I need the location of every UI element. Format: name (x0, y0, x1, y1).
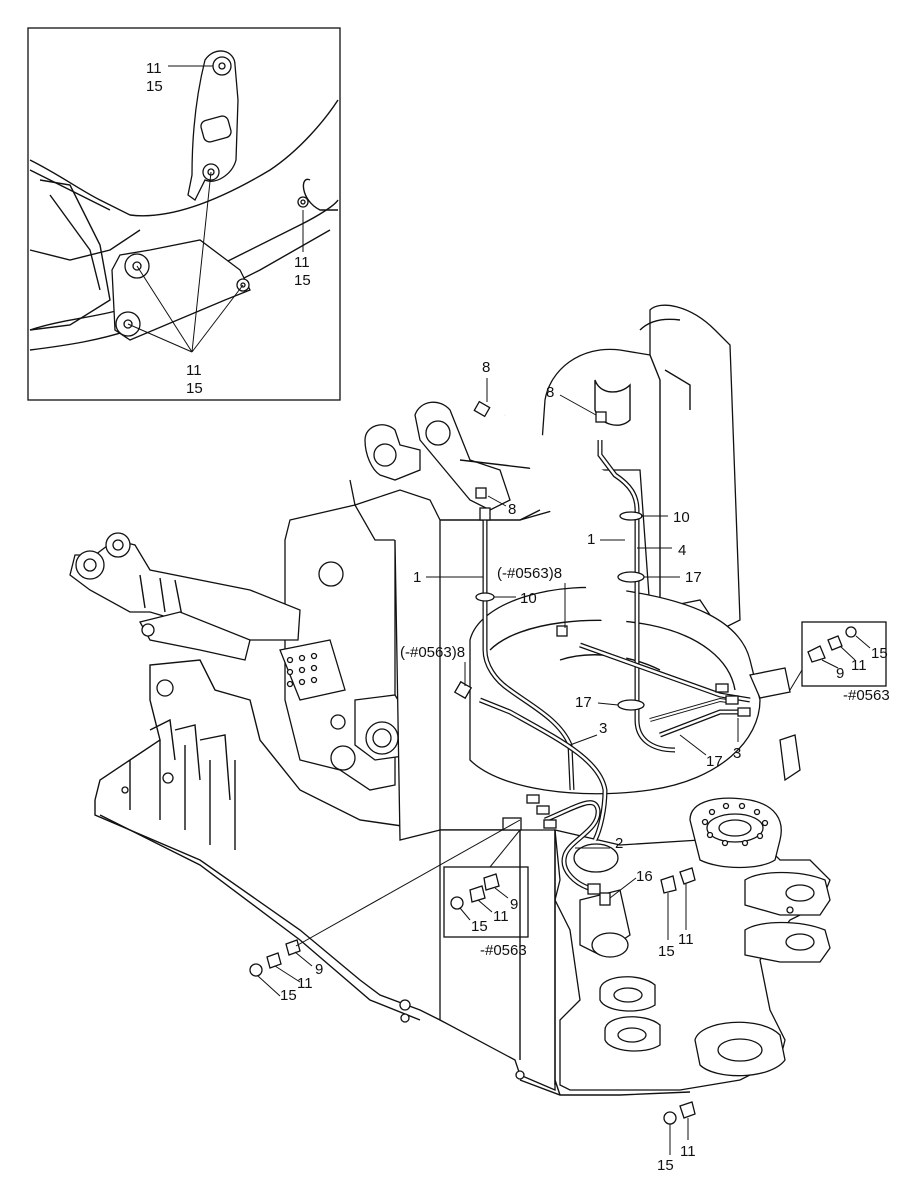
clamp-17 (617, 571, 645, 583)
grease-fittings-mid: 15 11 (658, 867, 696, 960)
label-15: 15 (657, 1157, 674, 1174)
main-frame (69, 304, 831, 1096)
label-10: 10 (520, 590, 537, 607)
elbow-fitting (595, 411, 607, 423)
label-15: 15 (294, 272, 311, 289)
elbow-fitting (473, 400, 491, 418)
elbow-fitting (453, 680, 473, 700)
hose-fitting (725, 695, 739, 705)
inset-detail: 11 15 11 15 11 15 (27, 27, 341, 401)
clamp-10 (619, 511, 643, 521)
label-11: 11 (851, 657, 867, 674)
label-16: 16 (636, 868, 653, 885)
label-9: 9 (836, 665, 844, 682)
label-11: 11 (493, 908, 509, 925)
hose-fitting (526, 794, 540, 804)
grease-fittings-bottom: 15 11 (657, 1101, 696, 1174)
label-8: 8 (546, 384, 554, 401)
callouts: 8 8 8 10 1 4 17 1 10 (-#0563)8 (-#0563)8… (400, 359, 741, 899)
hydraulic-cylinder (69, 532, 301, 661)
label-8: 8 (482, 359, 490, 376)
tube-end (479, 507, 491, 521)
hose-routing (453, 400, 751, 906)
clamp-10 (475, 592, 495, 602)
hose-fitting (536, 805, 550, 815)
elbow-fitting (475, 487, 487, 499)
label-11: 11 (146, 60, 162, 77)
label-11: 11 (294, 254, 310, 271)
hose-fitting (715, 683, 729, 693)
label-11: 11 (678, 931, 694, 948)
bolt-pattern (286, 652, 318, 688)
serial-range-label: -#0563 (480, 942, 527, 959)
grease-point (212, 56, 232, 76)
label-9: 9 (510, 896, 518, 913)
label-11: 11 (297, 975, 313, 992)
label-15: 15 (658, 943, 675, 960)
label-11: 11 (186, 362, 202, 379)
elbow-fitting (556, 625, 568, 637)
label-2: 2 (615, 835, 623, 852)
clamp-17 (617, 699, 645, 711)
label-3: 3 (599, 720, 607, 737)
serial-range-label: -#0563 (843, 687, 890, 704)
label-17: 17 (575, 694, 592, 711)
label-15: 15 (471, 918, 488, 935)
bolt-circle (701, 802, 769, 847)
hose-fitting (543, 819, 557, 829)
label-1: 1 (587, 531, 595, 548)
label-1: 1 (413, 569, 421, 586)
label-4: 4 (678, 542, 686, 559)
detail-box-lower: 15 11 9 -#0563 (443, 829, 529, 959)
hose-fitting (737, 707, 751, 717)
elbow-fitting-16 (599, 892, 611, 906)
label-17: 17 (685, 569, 702, 586)
grease-point (297, 196, 309, 208)
label-15: 15 (186, 380, 203, 397)
label-3: 3 (733, 745, 741, 762)
detail-box-right: 15 11 9 -#0563 (789, 621, 890, 704)
label-8: 8 (508, 501, 516, 518)
label-15: 15 (280, 987, 297, 1004)
label-15: 15 (871, 645, 888, 662)
label-9: 9 (315, 961, 323, 978)
label-11: 11 (680, 1143, 696, 1160)
inset-frame (27, 27, 341, 401)
label-8-serial: (-#0563)8 (497, 565, 562, 582)
label-10: 10 (673, 509, 690, 526)
hose-fitting (587, 883, 601, 895)
grease-fittings-left: 15 11 9 (249, 819, 521, 1004)
label-8-serial: (-#0563)8 (400, 644, 465, 661)
label-15: 15 (146, 78, 163, 95)
label-17: 17 (706, 753, 723, 770)
